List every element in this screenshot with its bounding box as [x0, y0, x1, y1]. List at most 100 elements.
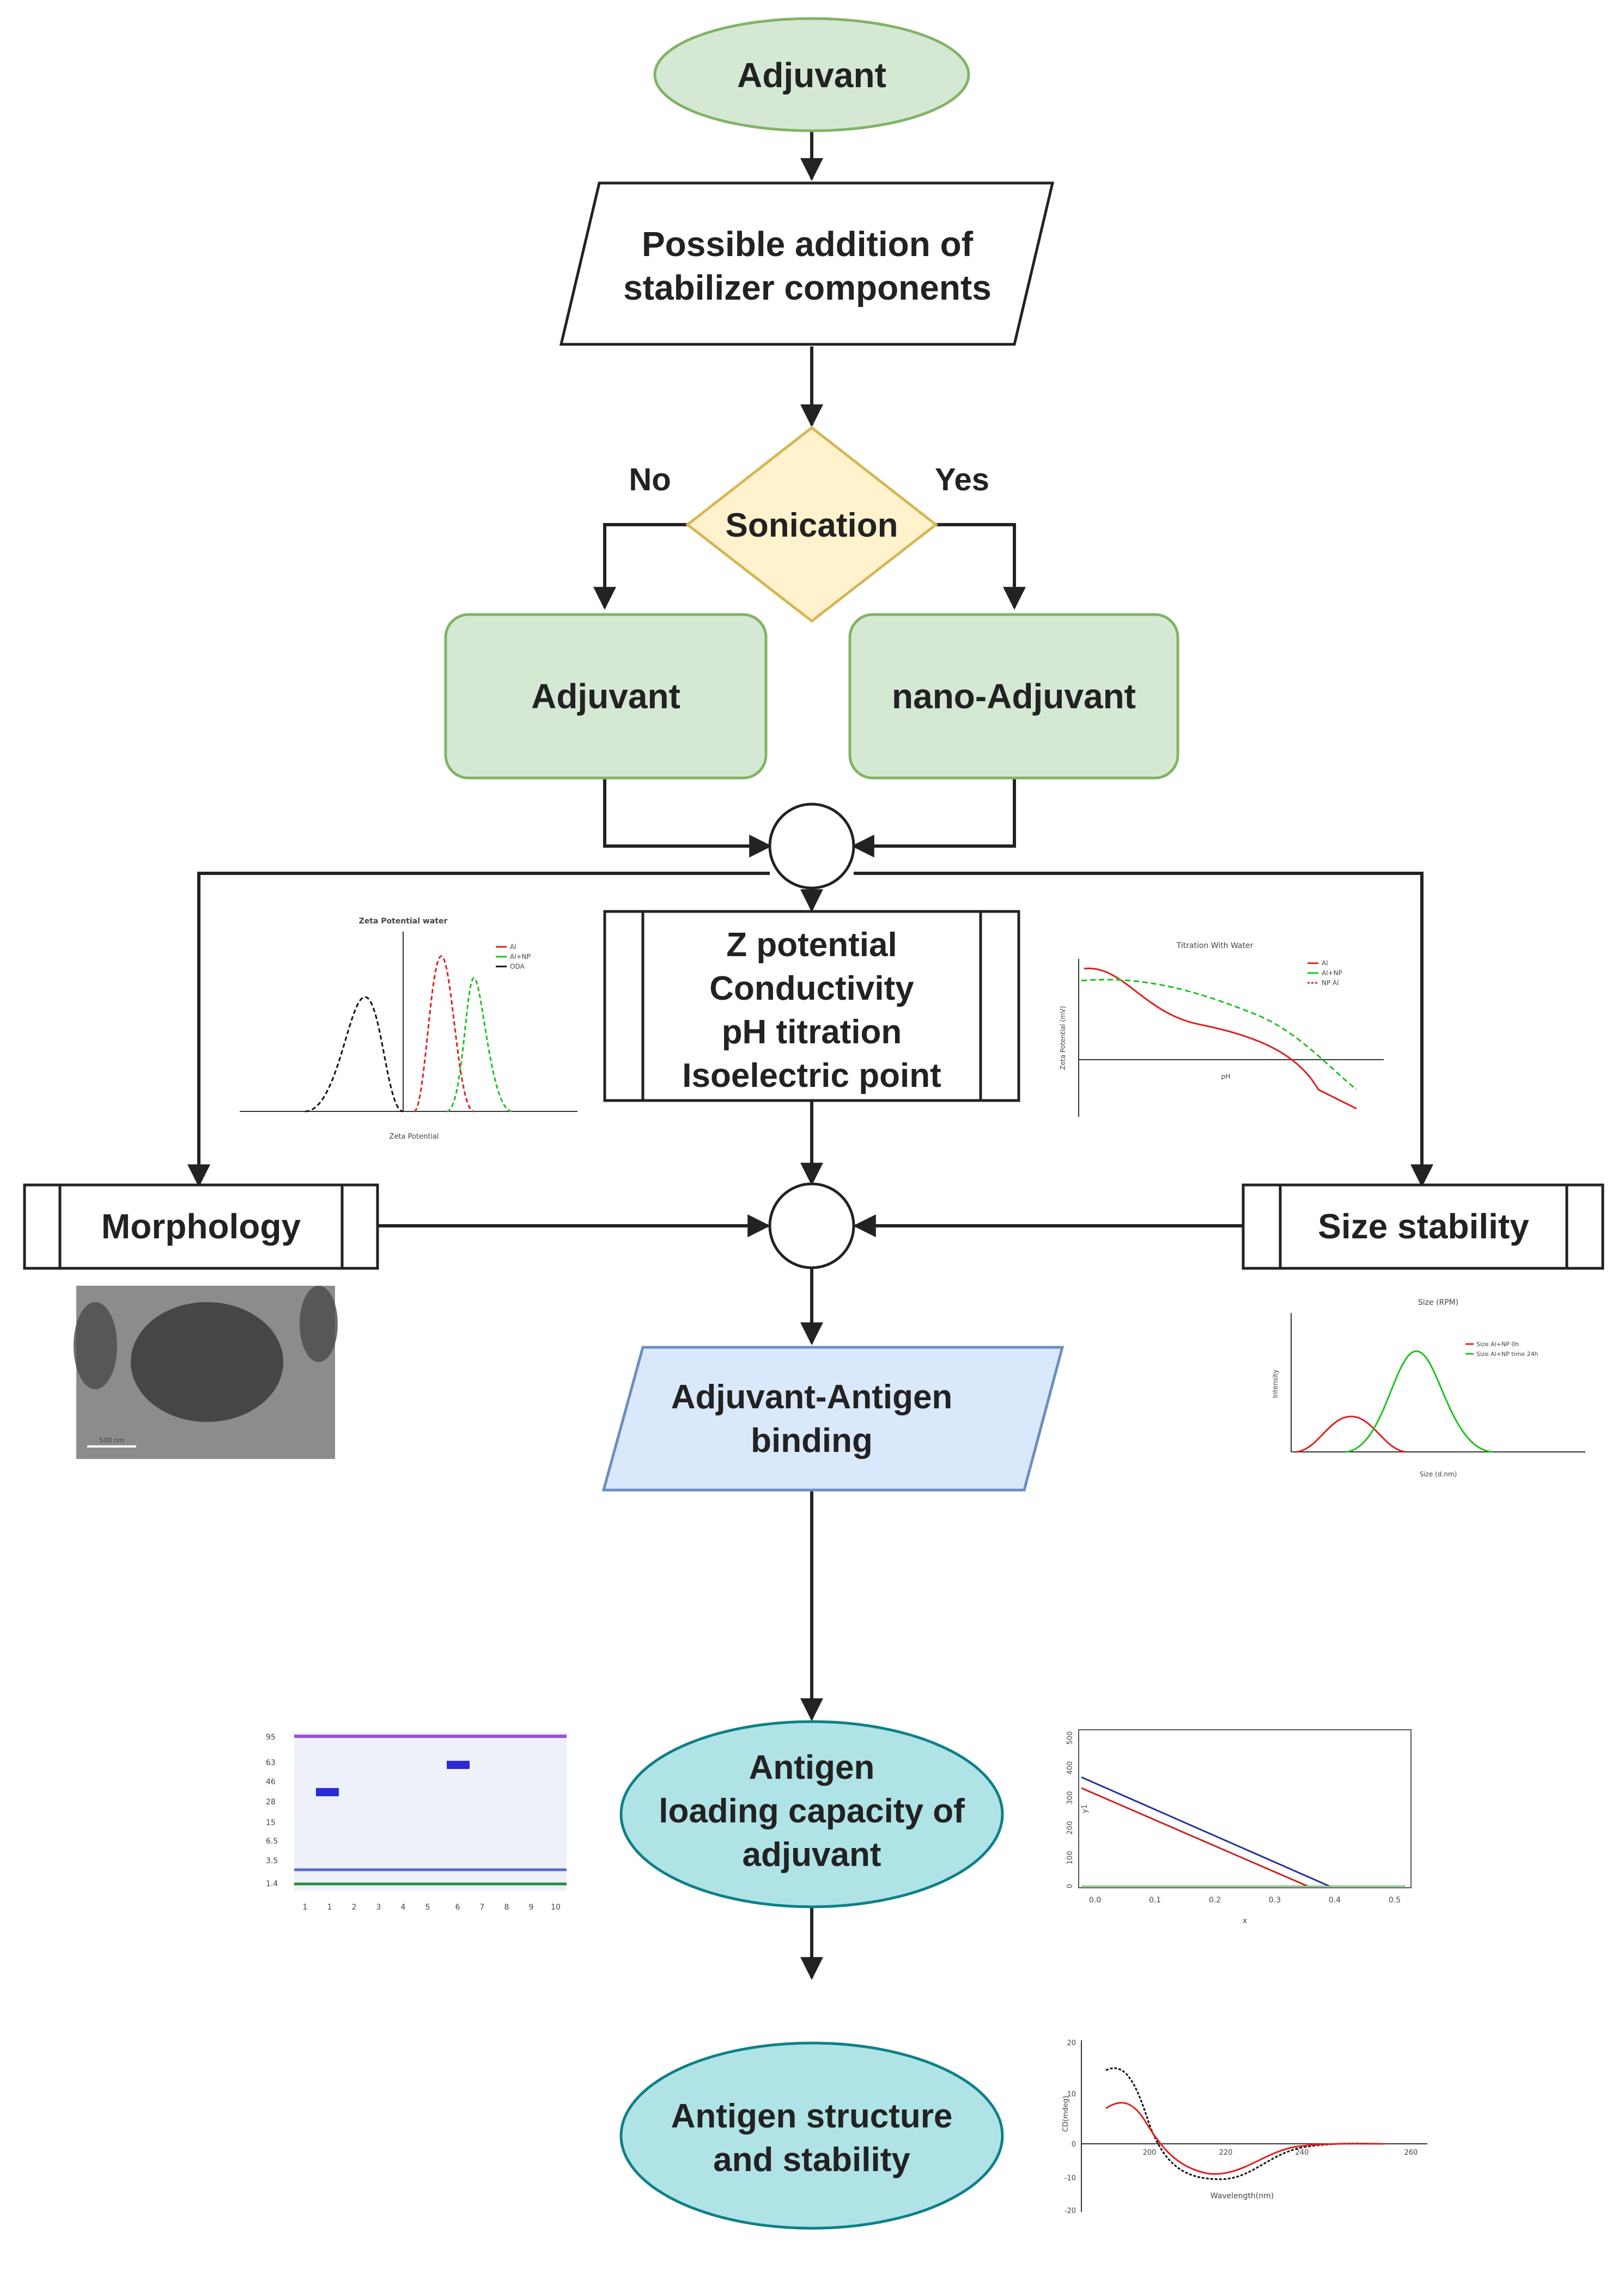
size-stability-label: Size stability: [1318, 1207, 1529, 1246]
gel-lane-label-3: 3: [376, 1903, 381, 1912]
gel-ladder-46: 46: [266, 1778, 276, 1786]
structure-ellipse: [619, 2041, 1004, 2230]
size-stability-node: Size stability: [1242, 1183, 1604, 1270]
characterization-line-3: pH titration: [722, 1013, 902, 1051]
titration-thumbnail: Titration With Water Al Al+NP NP Al pH Z…: [1059, 941, 1384, 1117]
edge-nano-to-junction: [851, 778, 1016, 858]
binding-parallelogram: [601, 1346, 1065, 1492]
zeta-xlabel: Zeta Potential: [389, 1133, 439, 1141]
nano-adjuvant-node: nano-Adjuvant: [848, 613, 1179, 780]
loading-plot-frame: [1078, 1729, 1412, 1888]
zeta-legend-al: Al: [510, 943, 516, 951]
zeta-curve-oda: [305, 996, 404, 1112]
gel-band-lane-6: [447, 1761, 470, 1769]
edge-junction-to-size: [854, 872, 1433, 1188]
titration-curve-alnp: [1081, 978, 1357, 1091]
titration-ylabel: Zeta Potential (mV): [1059, 1006, 1067, 1069]
cd-xtick-220: 220: [1219, 2149, 1233, 2157]
gel-lane-label-0: 1: [303, 1903, 308, 1912]
gel-ladder-28: 28: [266, 1798, 276, 1807]
edge-junction-to-morphology: [187, 872, 770, 1188]
loading-plot-ylabel: y1: [1081, 1804, 1089, 1813]
gel-lane-label-2: 2: [352, 1903, 357, 1912]
edge-decision-no: [593, 523, 692, 610]
titration-legend-npal: NP Al: [1322, 979, 1339, 987]
stabilizer-label-line-1: Possible addition of: [642, 224, 974, 264]
characterization-line-2: Conductivity: [709, 970, 914, 1007]
start-ellipse: [653, 17, 970, 132]
characterization-box: [603, 910, 1020, 1102]
branch-no-label: No: [629, 462, 671, 497]
gel-lane-label-6: 6: [455, 1903, 460, 1912]
structure-label-line-2: and stability: [713, 2141, 910, 2179]
cd-ylabel: CD(mdeg): [1062, 2096, 1070, 2132]
loading-plot-ytick-1: 100: [1066, 1851, 1074, 1865]
loading-plot-ytick-2: 200: [1066, 1821, 1074, 1835]
gel-lane-label-7: 7: [480, 1903, 485, 1912]
size-legend-0h: Size Al+NP 0h: [1476, 1341, 1519, 1348]
loading-plot-xlabel: x: [1243, 1917, 1247, 1925]
decision-label: Sonication: [726, 507, 898, 544]
zeta-legend-oda: ODA: [510, 963, 525, 970]
size-title: Size (RPM): [1418, 1298, 1458, 1307]
loading-plot-xtick-0: 0.0: [1089, 1896, 1101, 1905]
cd-ytick-0: 0: [1072, 2141, 1076, 2149]
structure-node: Antigen structure and stability: [619, 2041, 1004, 2230]
gel-thumbnail: 95 63 46 28 15 6.5 3.5 1.4 1 1 2 3 4 5 6…: [266, 1732, 567, 1912]
titration-title: Titration With Water: [1176, 941, 1254, 950]
decision-diamond: [685, 425, 939, 623]
gel-ladder-6-5: 6.5: [266, 1837, 278, 1846]
size-curve-0h: [1296, 1415, 1406, 1453]
adjuvant-node: Adjuvant: [444, 613, 768, 780]
characterization-line-4: Isoelectric point: [682, 1057, 941, 1095]
cd-spectrum-thumbnail: 20 10 0 -10 -20 200 220 240 260 Waveleng…: [1062, 2039, 1427, 2215]
gel-ladder-63: 63: [266, 1759, 276, 1767]
size-curve-24h: [1345, 1350, 1493, 1453]
nano-adjuvant-label: nano-Adjuvant: [892, 677, 1136, 716]
cd-curve-red: [1105, 2102, 1384, 2175]
characterization-node: Z potential Conductivity pH titration Is…: [603, 910, 1020, 1102]
titration-legend-al: Al: [1322, 959, 1328, 967]
titration-xlabel: pH: [1221, 1073, 1231, 1080]
micrograph-scale-label: 500 nm: [99, 1437, 124, 1444]
decision-node: Sonication No Yes: [629, 425, 989, 623]
cd-ytick-10: 10: [1067, 2090, 1076, 2099]
cd-xtick-200: 200: [1143, 2149, 1157, 2157]
titration-curve-al: [1084, 968, 1357, 1110]
micrograph-particle-cluster: [131, 1302, 283, 1422]
loading-plot-line-red: [1081, 1787, 1308, 1887]
binding-node: Adjuvant-Antigen binding: [601, 1346, 1065, 1492]
cd-xlabel: Wavelength(nm): [1211, 2192, 1274, 2200]
gel-lane-label-5: 5: [425, 1903, 430, 1912]
adjuvant-box: [444, 613, 768, 780]
size-ylabel: Intensity: [1272, 1370, 1279, 1398]
loading-ellipse: [619, 1720, 1004, 1908]
cd-xtick-240: 240: [1295, 2149, 1309, 2157]
gel-lane-label-4: 4: [401, 1903, 406, 1912]
loading-plot-ytick-5: 500: [1066, 1731, 1074, 1745]
zeta-title: Zeta Potential water: [359, 917, 448, 926]
nano-adjuvant-box: [848, 613, 1179, 780]
loading-plot-ytick-0: 0: [1066, 1884, 1074, 1888]
size-stability-box: [1242, 1183, 1604, 1270]
zeta-curve-al: [413, 955, 475, 1112]
size-xlabel: Size (d.nm): [1420, 1470, 1457, 1478]
gel-ladder-1-4: 1.4: [266, 1880, 278, 1888]
edge-decision-yes: [932, 523, 1026, 610]
loading-node: Antigen loading capacity of adjuvant: [619, 1720, 1004, 1908]
zeta-potential-thumbnail: Zeta Potential water Al Al+NP ODA Zeta P…: [240, 917, 577, 1141]
loading-plot-xtick-3: 0.3: [1269, 1896, 1281, 1905]
loading-label-line-1: Antigen: [749, 1749, 875, 1786]
edge-adjuvant-to-junction: [603, 778, 773, 858]
gel-lane-label-1: 1: [327, 1903, 332, 1912]
loading-plot-xtick-1: 0.1: [1149, 1896, 1161, 1905]
gel-ladder-95: 95: [266, 1733, 276, 1742]
morphology-box: [23, 1183, 379, 1270]
cd-ytick-minus20: -20: [1065, 2207, 1076, 2215]
binding-label-line-2: binding: [751, 1422, 873, 1460]
loading-label-line-2: loading capacity of: [659, 1792, 965, 1830]
loading-plot-line-blue: [1081, 1776, 1330, 1887]
stabilizer-label-line-2: stabilizer components: [623, 268, 992, 307]
loading-plot-xtick-5: 0.5: [1389, 1896, 1401, 1905]
